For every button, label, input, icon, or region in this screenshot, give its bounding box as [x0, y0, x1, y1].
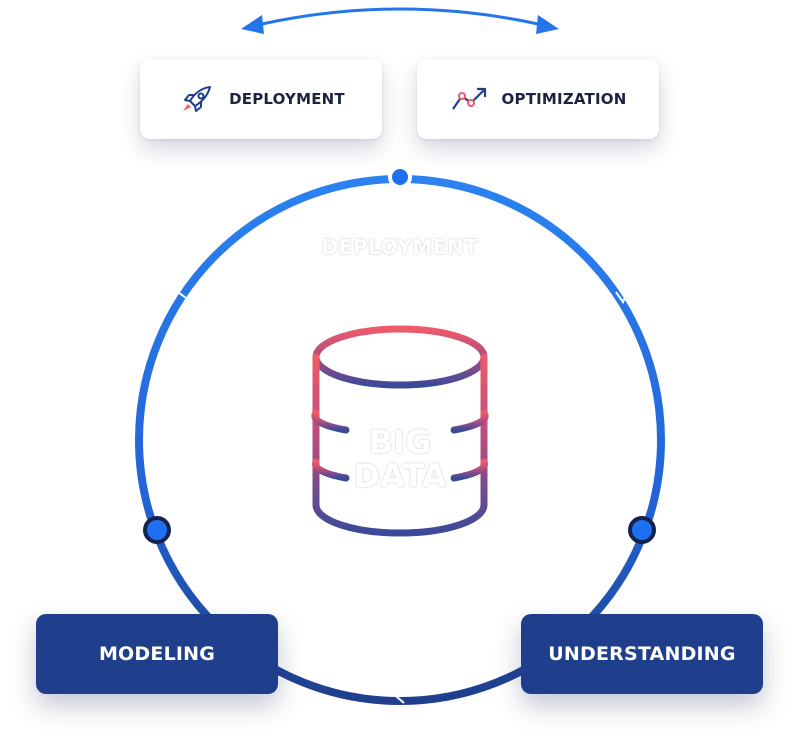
ring-chevron-bottom	[395, 690, 405, 704]
optimization-card[interactable]: OPTIMIZATION	[417, 59, 659, 139]
database-icon	[311, 325, 489, 537]
modeling-card-label: MODELING	[98, 643, 216, 665]
ring-node-right	[628, 516, 656, 544]
database-label-line1: BIG	[368, 423, 432, 461]
database-label: BIG DATA	[330, 425, 470, 493]
modeling-card[interactable]: MODELING	[36, 614, 278, 694]
optimization-card-label: OPTIMIZATION	[501, 90, 627, 108]
understanding-card-label: UNDERSTANDING	[548, 643, 736, 665]
rocket-icon	[177, 84, 217, 114]
deployment-card-label: DEPLOYMENT	[229, 90, 345, 108]
top-double-arrow	[241, 7, 559, 34]
ring-chevron-top-right	[615, 289, 629, 305]
database-label-line2: DATA	[353, 457, 447, 495]
deployment-card[interactable]: DEPLOYMENT	[140, 59, 382, 139]
ring-node-top	[388, 165, 412, 189]
understanding-card[interactable]: UNDERSTANDING	[521, 614, 763, 694]
ring-inner-label: DEPLOYMENT	[321, 235, 479, 259]
trend-chart-icon	[450, 84, 490, 114]
ring-chevron-top-left	[171, 290, 187, 301]
ring-node-left	[143, 516, 171, 544]
